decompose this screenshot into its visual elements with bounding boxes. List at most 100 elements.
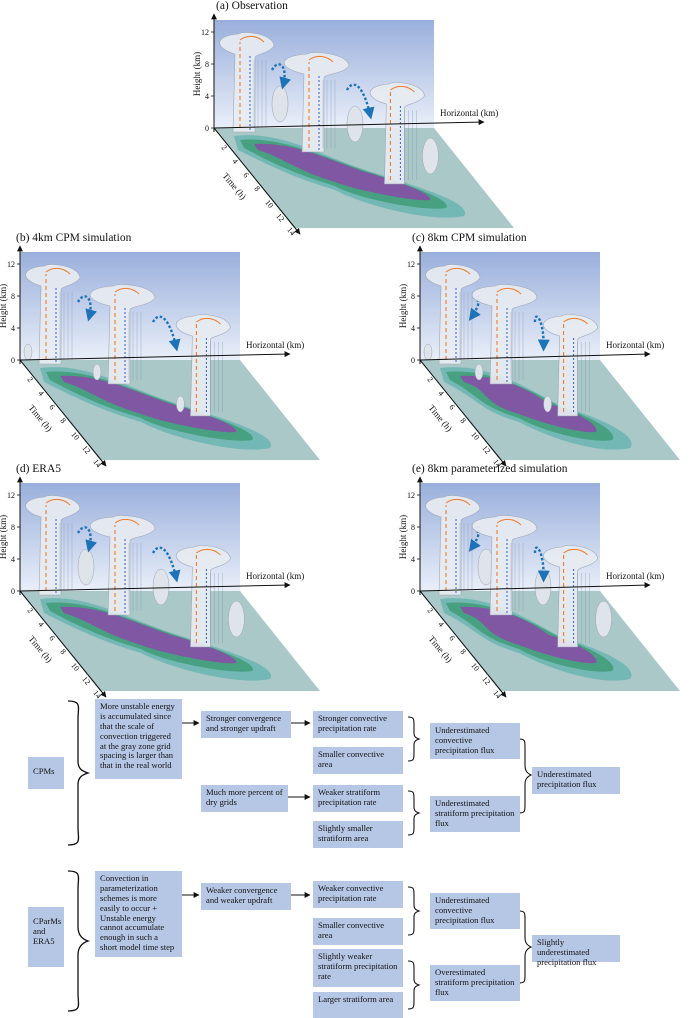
time-tick-label: 2 (219, 143, 228, 152)
brace-cparms (67, 870, 91, 1012)
outflow-arrow (114, 287, 140, 295)
cloud-tower (543, 314, 598, 417)
shallow-cloud (152, 568, 170, 606)
cloud-tower (175, 314, 231, 417)
time-tick-label: 14 (491, 688, 503, 700)
time-axis (19, 590, 107, 698)
cloud-tower (369, 82, 439, 185)
time-axis (419, 590, 507, 698)
height-tick-label: 4 (11, 324, 15, 333)
height-tick-label: 12 (407, 260, 415, 269)
total-cparms: Slightly underestimated precipitation fl… (532, 935, 620, 967)
outflow-arrow (196, 317, 221, 325)
horizontal-axis (213, 119, 485, 129)
cloud-tower (25, 495, 98, 596)
outflow-arrow (445, 267, 471, 275)
time-tick-label: 10 (69, 661, 81, 673)
height-tick-label: 0 (205, 124, 209, 133)
time-tick-label: 4 (436, 389, 445, 398)
panel-title: (b) 4km CPM simulation (16, 232, 132, 244)
time-tick-label: 14 (285, 225, 297, 237)
precip-convective (60, 375, 237, 433)
horizontal-axis (19, 351, 291, 361)
cloud-tower (89, 284, 181, 385)
shallow-cloud (176, 395, 185, 413)
time-tick-label: 4 (436, 620, 445, 629)
propagation-arrow (270, 63, 292, 90)
height-tick-label: 12 (7, 491, 15, 500)
cloud-body (25, 264, 81, 365)
time-tick-label: 6 (47, 634, 56, 643)
time-tick-label: 4 (36, 389, 45, 398)
height-tick-label: 8 (205, 60, 209, 69)
cloud-body (425, 264, 481, 365)
shallow-cloud (346, 105, 364, 143)
outflow-arrow (45, 267, 71, 275)
time-tick-label: 8 (458, 647, 467, 656)
strat-flux-cpms: Underestimated stratiform precipitation … (430, 796, 520, 832)
horizontal-axis-label: Horizontal (km) (246, 340, 304, 350)
outflow-arrow (114, 518, 140, 526)
outflow-arrow (496, 287, 522, 295)
height-tick-label: 0 (411, 356, 415, 365)
shallow-cloud (92, 363, 102, 381)
total-cpms: Underestimated precipitation flux (532, 767, 620, 794)
strat-rate-cparms: Slightly weaker stratiform precipitation… (313, 949, 403, 987)
time-tick-label: 10 (69, 430, 81, 442)
shallow-cloud (595, 600, 612, 638)
height-tick-label: 12 (7, 260, 15, 269)
cloud-tower (219, 32, 292, 133)
time-tick-label: 14 (91, 688, 103, 700)
cause-cparms: Convection in parameterization schemes i… (95, 871, 182, 957)
cloud-body (89, 284, 156, 385)
time-axis (19, 359, 107, 467)
time-tick-label: 10 (263, 198, 275, 210)
shallow-cloud (23, 343, 33, 361)
panel-title: (a) Observation (216, 0, 288, 12)
time-tick-label: 6 (447, 634, 456, 643)
group-label-cparms: CParMs and ERA5 (28, 907, 64, 967)
propagation-arrow (151, 546, 181, 583)
cloud-tower (423, 264, 481, 365)
panel-title: (e) 8km parameterized simulation (412, 463, 568, 475)
time-tick-label: 10 (469, 430, 481, 442)
shallow-cloud (543, 395, 552, 413)
height-tick-label: 4 (11, 555, 15, 564)
cloud-tower (23, 264, 98, 365)
cloud-body (25, 495, 81, 596)
outflow-arrow (239, 35, 265, 43)
cloud-tower (543, 545, 612, 648)
cloud-body (283, 52, 350, 153)
conv-rate-cpms: Stronger convective precipitation rate (313, 711, 403, 738)
height-axis-label: Height (km) (398, 284, 408, 328)
outflow-arrow (390, 85, 415, 93)
shallow-cloud (228, 600, 245, 638)
height-tick-label: 12 (407, 491, 415, 500)
convergence-cpms: Stronger convergence and stronger updraf… (201, 711, 291, 738)
strat-area-cpms: Slightly smaller stratiform area (313, 821, 403, 848)
cloud-tower (89, 515, 181, 616)
time-tick-label: 6 (241, 171, 250, 180)
brace-cpms (67, 700, 91, 846)
dry-grids-cpms: Much more percent of dry grids (201, 785, 288, 812)
time-tick-label: 8 (58, 647, 67, 656)
precip-convective (460, 375, 597, 433)
horizontal-axis-label: Horizontal (km) (606, 340, 664, 350)
cloud-tower (175, 545, 245, 648)
conv-area-cpms: Smaller convective area (313, 747, 403, 774)
time-axis (419, 359, 507, 467)
cloud-body (89, 515, 156, 616)
height-tick-label: 0 (11, 356, 15, 365)
shallow-cloud (271, 85, 289, 123)
height-tick-label: 4 (411, 324, 415, 333)
time-tick-label: 12 (480, 444, 492, 456)
cloud-body (471, 284, 538, 385)
